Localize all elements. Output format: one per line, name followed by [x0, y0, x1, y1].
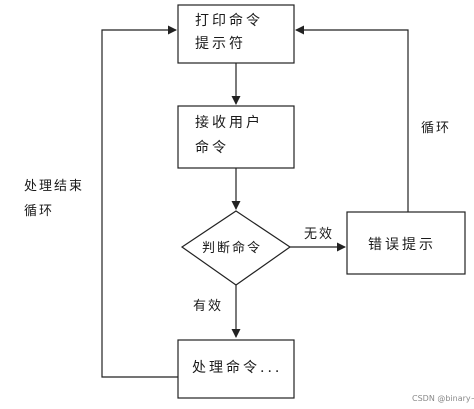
receive-command-line-1: 接收用户 — [195, 114, 263, 131]
judge-command-label: 判断命令 — [202, 240, 262, 256]
watermark: CSDN @binary~ — [412, 394, 474, 403]
print-prompt-line-1: 打印命令 — [195, 12, 263, 29]
node-judge-command: 判断命令 — [180, 210, 292, 286]
node-error-prompt: 错误提示 — [346, 211, 466, 275]
edge-label-loop-left-line-2: 循环 — [24, 204, 54, 219]
process-command-label: 处理命令... — [192, 359, 282, 376]
arrow-process-loop-to-print — [101, 25, 178, 378]
node-receive-command: 接收用户 命令 — [177, 105, 295, 169]
receive-command-line-2: 命令 — [195, 139, 229, 156]
edge-label-valid: 有效 — [193, 299, 223, 314]
print-prompt-line-2: 提示符 — [195, 36, 246, 52]
edge-label-invalid: 无效 — [304, 227, 334, 242]
node-process-command: 处理命令... — [177, 339, 295, 399]
edge-label-loop-right: 循环 — [421, 121, 451, 136]
arrow-error-loop-to-print — [295, 25, 409, 212]
node-print-prompt: 打印命令 提示符 — [177, 4, 295, 64]
error-prompt-label: 错误提示 — [368, 237, 436, 253]
edge-label-loop-left-line-1: 处理结束 — [24, 179, 84, 194]
